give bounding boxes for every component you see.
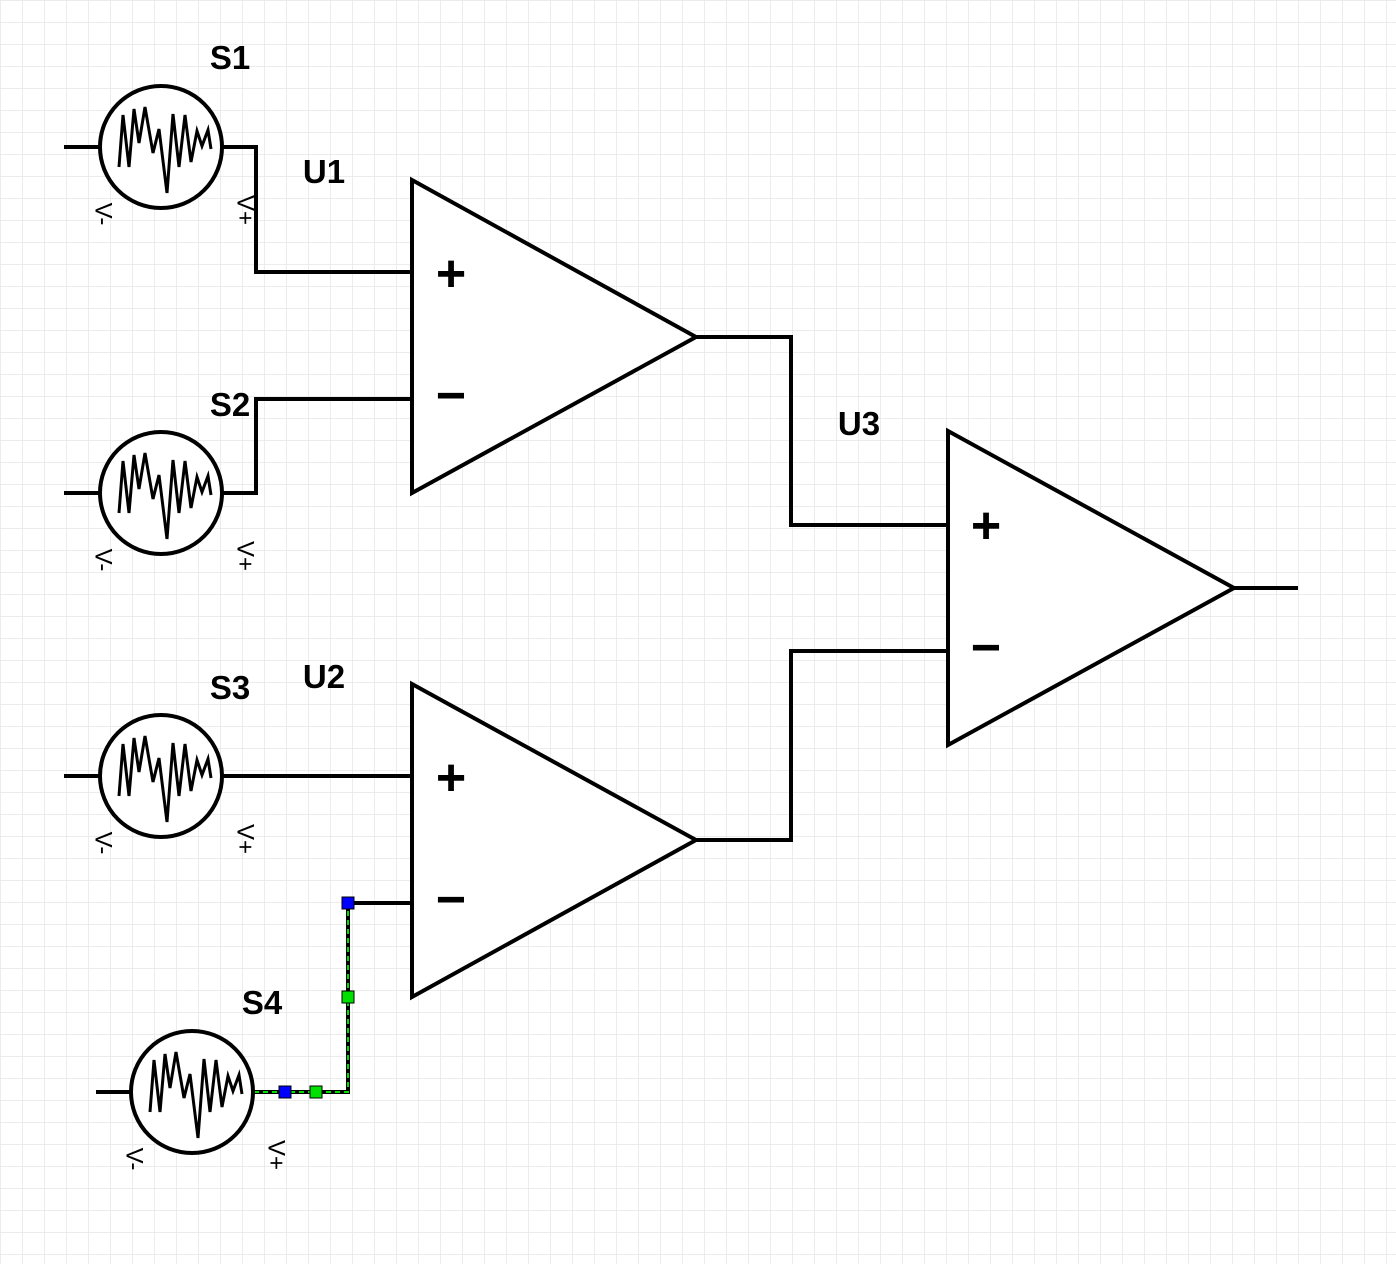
s2-pos-pin-label: V+	[232, 541, 259, 571]
opamp-u1[interactable]: + −	[410, 176, 701, 497]
wire-waypoint-handle[interactable]	[341, 990, 355, 1004]
noise-waveform-icon	[98, 430, 224, 556]
wire-endpoint-handle[interactable]	[341, 896, 355, 910]
noise-source-s4[interactable]	[129, 1029, 255, 1155]
s2-label: S2	[210, 386, 250, 423]
u2-minus-symbol: −	[436, 871, 466, 929]
wire-s2-to-u1-minus[interactable]	[220, 397, 414, 495]
u1-plus-symbol: +	[436, 245, 466, 303]
u3-minus-symbol: −	[971, 619, 1001, 677]
wire-endpoint-handle[interactable]	[278, 1085, 292, 1099]
s1-label: S1	[210, 39, 250, 76]
wire-s1-to-u1-plus[interactable]	[220, 145, 414, 274]
s4-pos-pin-label: V+	[263, 1140, 290, 1170]
s4-label: S4	[242, 984, 283, 1021]
u3-plus-symbol: +	[971, 497, 1001, 555]
wire-u2-out-to-u3-minus[interactable]	[694, 649, 950, 842]
u2-plus-symbol: +	[436, 749, 466, 807]
u3-label: U3	[838, 405, 880, 442]
selected-wire-s4-to-u2-minus[interactable]	[254, 896, 412, 1099]
u1-label: U1	[303, 153, 345, 190]
noise-waveform-icon	[98, 84, 224, 210]
wire-u1-out-to-u3-plus[interactable]	[694, 335, 950, 527]
s3-neg-pin-label: V-	[90, 832, 117, 855]
noise-source-s3[interactable]	[98, 713, 224, 839]
wires	[64, 145, 1298, 1094]
wire-waypoint-handle[interactable]	[309, 1085, 323, 1099]
s4-neg-pin-label: V-	[121, 1148, 148, 1171]
u2-label: U2	[303, 658, 345, 695]
noise-waveform-icon	[129, 1029, 255, 1155]
s3-label: S3	[210, 669, 250, 706]
noise-source-s1[interactable]	[98, 84, 224, 210]
opamp-u2[interactable]: + −	[410, 680, 701, 1001]
noise-waveform-icon	[98, 713, 224, 839]
opamp-u3[interactable]: + −	[946, 427, 1239, 749]
noise-source-s2[interactable]	[98, 430, 224, 556]
s1-pos-pin-label: V+	[232, 195, 259, 225]
u1-minus-symbol: −	[436, 367, 466, 425]
s1-neg-pin-label: V-	[90, 203, 117, 226]
s3-pos-pin-label: V+	[232, 824, 259, 854]
s2-neg-pin-label: V-	[90, 549, 117, 572]
